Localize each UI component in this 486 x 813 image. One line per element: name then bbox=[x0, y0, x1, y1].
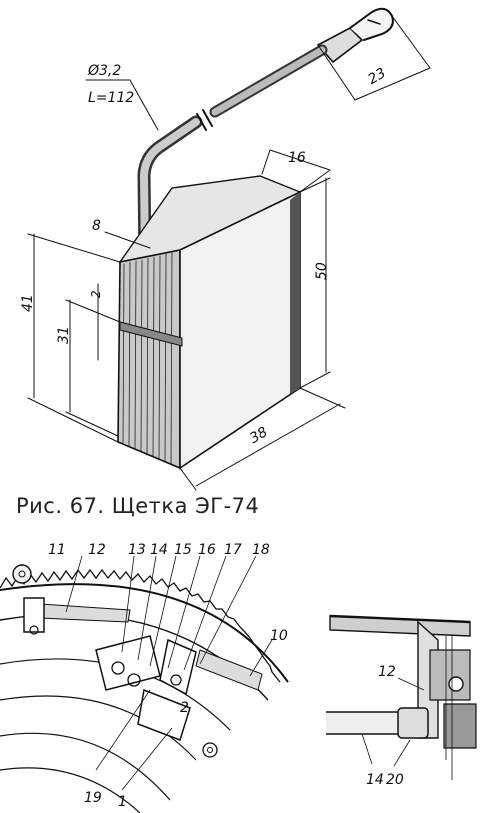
holder-label-18: 18 bbox=[252, 542, 270, 558]
holder-label-15: 15 bbox=[174, 542, 192, 558]
slot-dimension: 2 bbox=[89, 290, 103, 298]
left-height-dimension: 41 bbox=[20, 294, 36, 312]
part-8-label: 8 bbox=[92, 218, 101, 234]
wire-length-label: L=112 bbox=[88, 90, 134, 106]
holder-label-13: 13 bbox=[128, 542, 146, 558]
holder-label-12: 12 bbox=[88, 542, 106, 558]
detail-label-12: 12 bbox=[378, 664, 396, 680]
brush-body bbox=[117, 175, 302, 470]
holder-label-14: 14 bbox=[150, 542, 168, 558]
cable-lug bbox=[316, 7, 394, 64]
thickness-dimension: 16 bbox=[288, 150, 306, 166]
holder-label-2: 2 bbox=[180, 700, 189, 716]
holder-label-11: 11 bbox=[48, 542, 66, 558]
holder-label-19: 19 bbox=[84, 790, 102, 806]
holder-label-16: 16 bbox=[198, 542, 216, 558]
wire-diameter-label: Ø3,2 bbox=[87, 63, 121, 79]
detail-figure bbox=[326, 614, 477, 780]
dimension-lines bbox=[27, 15, 431, 491]
braided-wire bbox=[137, 44, 328, 269]
lug-dimension: 23 bbox=[365, 65, 388, 88]
detail-label-14: 14 bbox=[366, 772, 384, 788]
lower-height-dimension: 31 bbox=[56, 326, 72, 344]
width-dimension: 38 bbox=[247, 424, 271, 447]
detail-label-20: 20 bbox=[386, 772, 404, 788]
height-dimension: 50 bbox=[314, 262, 330, 280]
figure-caption: Рис. 67. Щетка ЭГ-74 bbox=[16, 494, 260, 518]
brush-holder-figure bbox=[0, 555, 289, 813]
holder-label-1: 1 bbox=[118, 794, 127, 810]
holder-label-10: 10 bbox=[270, 628, 288, 644]
brush-figure bbox=[27, 7, 431, 491]
holder-label-17: 17 bbox=[224, 542, 242, 558]
